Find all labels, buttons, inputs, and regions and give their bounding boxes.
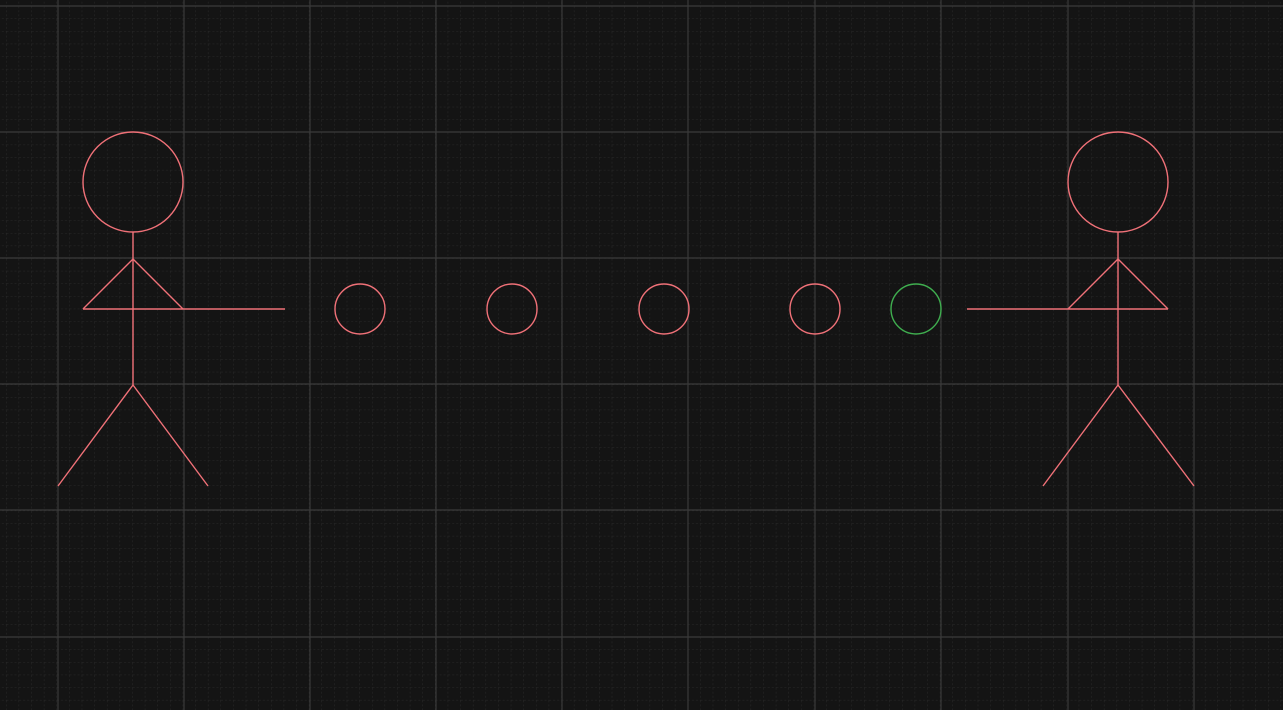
- legs: [1042, 383, 1195, 487]
- ball-row: [334, 283, 942, 335]
- ball-2[interactable]: [486, 283, 538, 335]
- right-stick-figure[interactable]: [967, 131, 1195, 487]
- ball-3[interactable]: [638, 283, 690, 335]
- left-stick-figure[interactable]: [57, 131, 285, 487]
- shoulders: [1067, 258, 1169, 310]
- ball-1[interactable]: [334, 283, 386, 335]
- shoulders: [82, 258, 184, 310]
- ball-5[interactable]: [890, 283, 942, 335]
- ball-4[interactable]: [789, 283, 841, 335]
- legs: [57, 383, 209, 487]
